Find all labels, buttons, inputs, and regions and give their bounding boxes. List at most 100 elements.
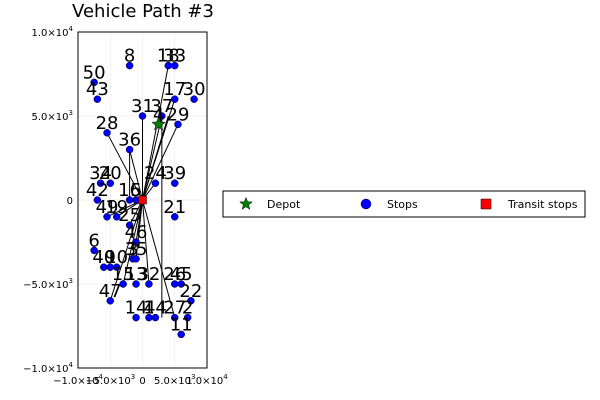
stop-label: 3 (127, 239, 138, 260)
stop-marker (177, 330, 185, 339)
stop-marker (90, 246, 98, 255)
stop-label: 46 (125, 222, 148, 243)
x-tick-label: −5.0×103 (85, 373, 135, 387)
stop-label: 49 (96, 197, 119, 218)
stop-label: 28 (96, 113, 119, 134)
stop-marker (177, 280, 185, 288)
route-line (142, 65, 169, 201)
y-axis-ticks: 1.0×104 5.0×103 0 −5.0×103 −1.0×104 (23, 25, 73, 375)
stop-label: 4 (153, 104, 164, 125)
stop-label: 36 (118, 130, 141, 151)
stop-label: 30 (183, 79, 206, 100)
stop-label: 5 (130, 180, 141, 201)
stop-marker (125, 61, 134, 70)
stop-marker (187, 297, 195, 305)
stop-label: 19 (105, 197, 128, 218)
stop-marker (119, 280, 127, 288)
route-line (142, 199, 150, 285)
stop-marker (90, 78, 98, 87)
stop-marker (96, 179, 105, 187)
stop-label: 2 (182, 298, 193, 319)
y-tick-label: 0 (67, 196, 73, 207)
stop-label: 15 (112, 264, 135, 285)
stop-marker (183, 313, 192, 322)
stop-label: 40 (92, 247, 115, 268)
stop-label: 43 (86, 79, 109, 100)
y-tick-label-exponent: 4 (69, 361, 74, 369)
legend-stops-symbol (360, 198, 372, 210)
route-line (129, 149, 143, 201)
route-line (142, 199, 176, 318)
stop-points (90, 61, 198, 339)
stop-label: 10 (105, 247, 128, 268)
stop-label: 1 (143, 298, 154, 319)
stop-label: 44 (144, 298, 167, 319)
route-line (106, 132, 143, 201)
route-line (142, 124, 179, 201)
stop-label: 24 (144, 163, 167, 184)
stop-marker (125, 145, 134, 154)
y-tick-label-exponent: 3 (69, 109, 73, 117)
stop-label: 47 (99, 281, 122, 302)
stop-label: 31 (131, 96, 154, 117)
transit-stop-marker (138, 195, 147, 205)
stop-marker (103, 129, 111, 137)
stop-marker (171, 95, 179, 103)
stop-marker (171, 313, 179, 322)
stop-marker (106, 179, 114, 187)
y-tick-label: 5.0×103 (32, 109, 73, 123)
stop-label: 45 (170, 264, 193, 285)
stop-marker (132, 280, 140, 288)
legend-box (222, 190, 586, 218)
depot-marker (151, 116, 166, 131)
x-tick-label-exponent: 4 (98, 373, 103, 381)
stop-label: 21 (163, 197, 186, 218)
stop-label: 34 (89, 163, 112, 184)
stop-marker (171, 179, 179, 187)
stop-label: 16 (118, 180, 141, 201)
stop-marker (190, 95, 198, 103)
route-line (109, 199, 143, 301)
stop-marker (132, 238, 140, 246)
stop-label: 25 (118, 205, 141, 226)
legend-depot-symbol (239, 196, 253, 210)
route-line (142, 115, 163, 201)
stop-marker (132, 255, 140, 263)
stop-label: 6 (88, 230, 99, 251)
y-tick-label: −1.0×104 (23, 361, 73, 375)
stop-label: 35 (125, 239, 148, 260)
stop-marker (112, 263, 121, 271)
stop-label: 8 (124, 46, 135, 67)
y-tick-label-exponent: 3 (69, 277, 73, 285)
y-tick-label: −5.0×103 (23, 277, 73, 291)
stop-marker (151, 179, 160, 187)
y-tick-label: 1.0×104 (32, 25, 74, 39)
stop-marker (151, 313, 160, 322)
legend-label: Depot (267, 198, 301, 211)
grid (77, 31, 208, 369)
stop-marker (93, 196, 102, 204)
stop-marker (171, 213, 179, 221)
stop-marker (93, 95, 102, 103)
legend-label: Transit stops (507, 198, 578, 211)
x-tick-label: 1.0×104 (186, 373, 228, 387)
stop-label: 22 (179, 281, 202, 302)
stop-label: 26 (163, 264, 186, 285)
chart-title: Vehicle Path #3 (72, 1, 214, 22)
x-tick-label: −1.0×104 (53, 373, 103, 387)
stop-label: 27 (163, 298, 186, 319)
stop-marker (103, 213, 111, 221)
stop-label: 14 (125, 298, 148, 319)
x-tick-label: 5.0×103 (154, 373, 195, 387)
y-tick-label-exponent: 4 (69, 25, 74, 33)
stop-label: 9 (105, 247, 116, 268)
stop-marker (106, 297, 114, 305)
legend-transit-symbol (480, 198, 492, 210)
stop-label: 39 (163, 163, 186, 184)
stop-marker (145, 280, 153, 288)
x-tick-label-exponent: 3 (191, 373, 195, 381)
stop-marker (158, 112, 166, 120)
stop-marker (171, 61, 179, 70)
